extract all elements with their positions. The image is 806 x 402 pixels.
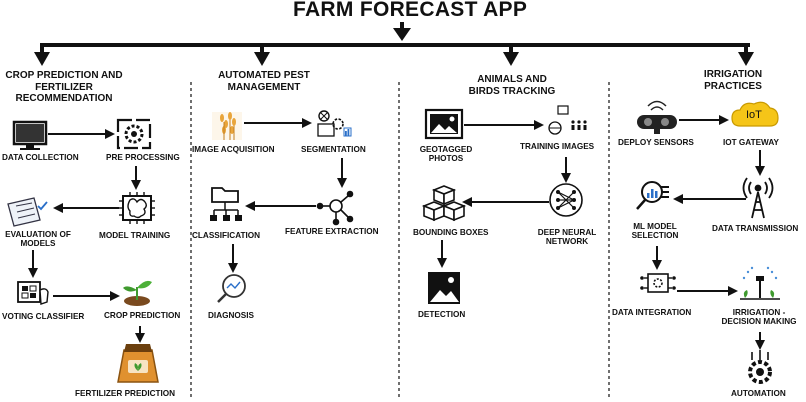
- data-integration-label: DATA INTEGRATION: [612, 308, 692, 317]
- sensor-icon: [637, 100, 677, 134]
- irrigation-decision-label: IRRIGATION - DECISION MAKING: [721, 308, 797, 327]
- deep-neural-network-label: DEEP NEURAL NETWORK: [537, 228, 597, 247]
- page-title: FARM FORECAST APP: [293, 0, 528, 21]
- evaluation-of-models-label: EVALUATION OF MODELS: [5, 230, 71, 249]
- classification-label: CLASSIFICATION: [192, 231, 261, 240]
- ai-chip-icon: [119, 192, 155, 224]
- bounding-boxes-label: BOUNDING BOXES: [413, 228, 489, 237]
- fertilizer-prediction-label: FERTILIZER PREDICTION: [75, 389, 176, 398]
- iot-gateway-icon: [731, 101, 779, 127]
- geotagged-photos-label: GEOTAGGED PHOTOS: [419, 145, 473, 164]
- image-acquisition-label: IMAGE ACQUISITION: [192, 145, 275, 154]
- detection-label: DETECTION: [418, 310, 466, 319]
- detection-image-icon: [428, 272, 460, 304]
- ml-model-selection-label: ML MODEL SELECTION: [631, 222, 679, 241]
- crop-section-heading: CROP PREDICTION AND FERTILIZER RECOMMEND…: [5, 70, 123, 104]
- sprinkler-icon: [740, 266, 780, 300]
- voting-icon: [17, 281, 49, 305]
- boxes-icon: [421, 185, 467, 222]
- deploy-sensors-label: DEPLOY SENSORS: [618, 138, 694, 147]
- animal-arrows: [437, 120, 571, 268]
- network-nodes-icon: [316, 190, 354, 226]
- pre-processing-label: PRE PROCESSING: [106, 153, 180, 162]
- data-transmission-label: DATA TRANSMISSION: [712, 224, 799, 233]
- pest-arrows: [228, 118, 347, 273]
- data-collection-label: DATA COLLECTION: [2, 153, 79, 162]
- fertilizer-bag-icon: [117, 344, 159, 383]
- iot-gateway-label: IOT GATEWAY: [723, 138, 779, 147]
- crop-prediction-label: CROP PREDICTION: [104, 311, 181, 320]
- monitor-icon: [12, 120, 48, 150]
- training-images-label: TRAINING IMAGES: [520, 142, 595, 151]
- animals-section-heading: ANIMALS AND BIRDS TRACKING: [468, 74, 556, 97]
- section-dividers: [190, 82, 610, 398]
- transmission-tower-icon: [742, 177, 774, 219]
- wheat-icon: [212, 112, 242, 140]
- automation-gear-icon: [748, 350, 772, 384]
- automation-label: AUTOMATION: [731, 389, 786, 398]
- segmentation-label: SEGMENTATION: [301, 145, 366, 154]
- training-images-icon: [548, 105, 587, 135]
- sprout-icon: [123, 280, 152, 306]
- crop-arrows: [28, 129, 145, 343]
- iot-badge-text: IoT: [746, 109, 762, 121]
- ml-selection-icon: [636, 181, 669, 210]
- neural-network-icon: [549, 183, 583, 217]
- data-integration-icon: [640, 273, 676, 293]
- top-distribution: [34, 22, 754, 66]
- voting-classifier-label: VOTING CLASSIFIER: [2, 312, 85, 321]
- feature-extraction-label: FEATURE EXTRACTION: [285, 227, 379, 236]
- magnifier-chart-icon: [217, 274, 246, 303]
- pest-section-heading: AUTOMATED PEST MANAGEMENT: [218, 70, 310, 93]
- checklist-icon: [7, 197, 48, 227]
- diagnosis-label: DIAGNOSIS: [208, 311, 254, 320]
- irrigation-arrows: [652, 115, 765, 350]
- hierarchy-folder-icon: [210, 187, 242, 221]
- irrigation-section-heading: IRRIGATION PRACTICES: [703, 69, 763, 92]
- model-training-label: MODEL TRAINING: [99, 231, 171, 240]
- photo-icon: [424, 108, 464, 140]
- gear-settings-icon: [116, 118, 152, 150]
- segmentation-icon: [317, 110, 352, 137]
